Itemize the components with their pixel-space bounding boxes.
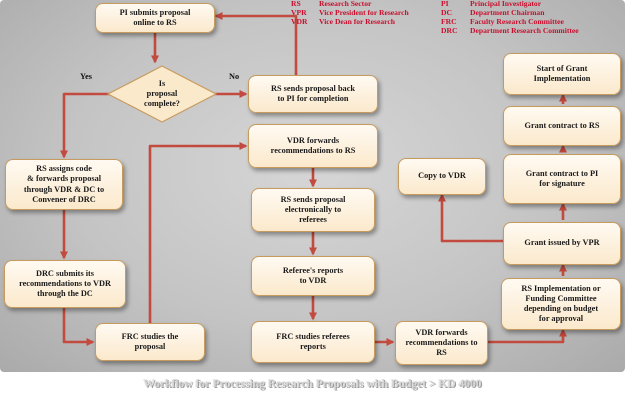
decision-proposal-complete: Is proposal complete? bbox=[106, 64, 218, 124]
diagram-caption: Workflow for Processing Research Proposa… bbox=[143, 378, 482, 390]
node-vdr-forwards-top: VDR forwards recommendations to RS bbox=[248, 124, 378, 168]
node-pi-submits: PI submits proposal online to RS bbox=[95, 3, 215, 33]
legend-item: VDR Vice Dean for Research bbox=[291, 16, 395, 26]
node-frc-studies-referees: FRC studies referees reports bbox=[251, 321, 375, 363]
link-vdr-bottom-to-rs-impl bbox=[488, 328, 567, 344]
node-copy-to-vdr: Copy to VDR bbox=[398, 158, 486, 195]
node-rs-assigns: RS assigns code & forwards proposal thro… bbox=[5, 159, 123, 210]
node-grant-contract-pi: Grant contract to PI for signature bbox=[503, 154, 621, 204]
decision-diamond-shape bbox=[106, 65, 218, 123]
link-drc-to-frc bbox=[62, 308, 95, 346]
connector-layer bbox=[60, 12, 567, 346]
legend-item: PI Principal Investigator bbox=[441, 0, 542, 8]
node-referee-reports: Referee's reports to VDR bbox=[251, 256, 375, 296]
node-grant-issued: Grant issued by VPR bbox=[503, 222, 621, 265]
node-vdr-forwards-bottom: VDR forwards recommendations to RS bbox=[395, 321, 488, 365]
node-rs-implementation: RS Implementation or Funding Committee d… bbox=[501, 278, 621, 330]
node-grant-contract-rs: Grant contract to RS bbox=[503, 106, 621, 146]
legend-item: FRC Faculty Research Committee bbox=[441, 16, 564, 26]
link-grant-issued-to-copy-vdr bbox=[438, 193, 503, 243]
label-no: No bbox=[229, 72, 240, 81]
link-frc-to-vdr-top bbox=[148, 142, 248, 323]
label-yes: Yes bbox=[80, 72, 92, 81]
node-frc-studies: FRC studies the proposal bbox=[95, 323, 205, 361]
node-rs-sends-back: RS sends proposal back to PI for complet… bbox=[248, 75, 378, 113]
legend-item: RS Research Sector bbox=[291, 0, 372, 8]
link-rs-sends-back-to-pi bbox=[214, 12, 298, 75]
link-decision-yes-to-rs-assigns bbox=[60, 92, 110, 159]
node-drc-submits: DRC submits its recommendations to VDR t… bbox=[4, 260, 126, 308]
legend-item: DC Department Chairman bbox=[441, 7, 545, 17]
legend-right: PI Principal Investigator DC Department … bbox=[441, 0, 579, 36]
legend-left: RS Research Sector VPR Vice President fo… bbox=[291, 0, 409, 27]
legend-item: VPR Vice President for Research bbox=[291, 7, 409, 17]
node-start-grant: Start of Grant Implementation bbox=[503, 53, 621, 95]
legend-item: DRC Department Research Committee bbox=[441, 25, 579, 35]
node-rs-sends-electronically: RS sends proposal electronically to refe… bbox=[251, 188, 375, 232]
